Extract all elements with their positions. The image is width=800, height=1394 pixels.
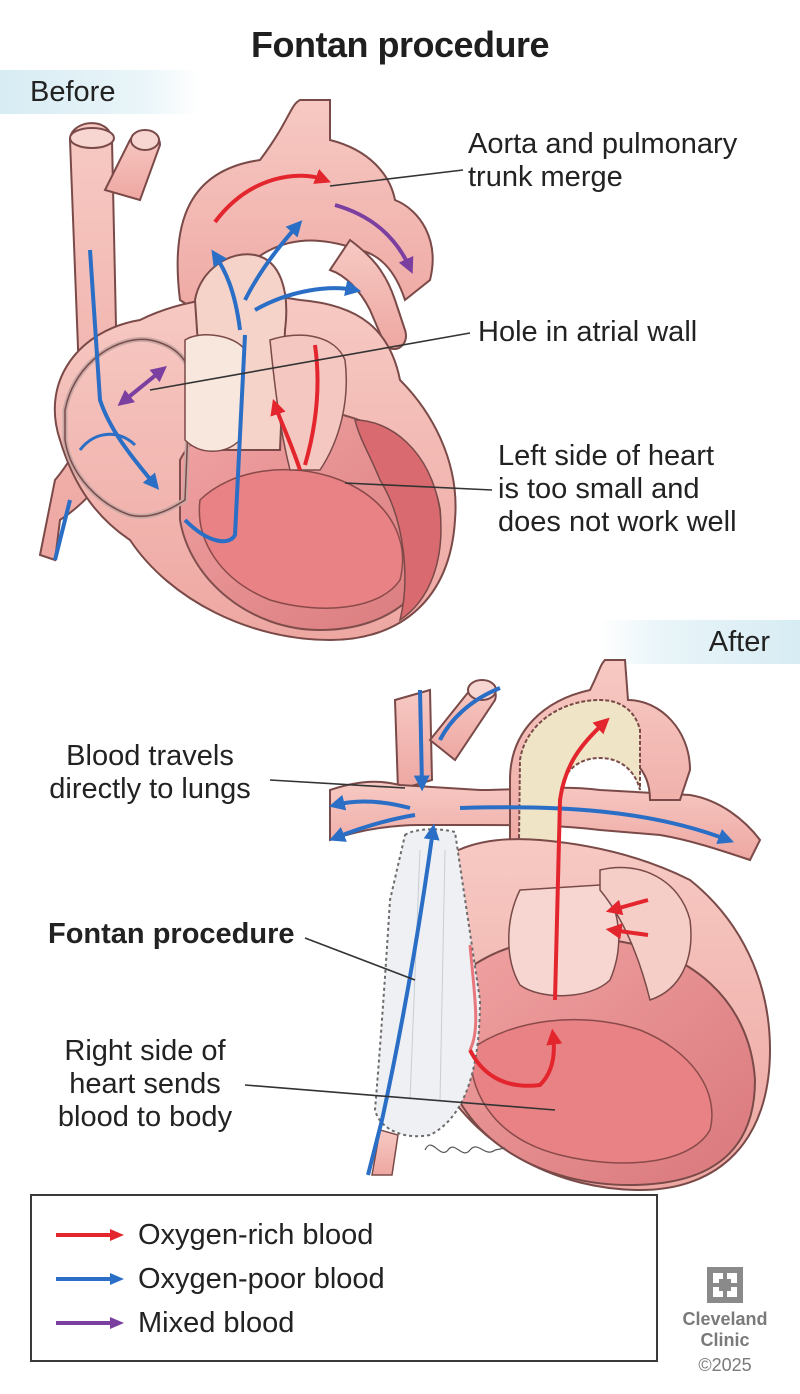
panel-tag-before: Before xyxy=(0,70,200,114)
before-pulmonary-trunk xyxy=(184,253,348,471)
brand-copyright: ©2025 xyxy=(698,1355,752,1375)
label-left-line3: does not work well xyxy=(498,506,737,538)
label-right-line2: heart sends xyxy=(69,1068,221,1100)
leader-left-side xyxy=(344,482,493,491)
legend-label-oxygen-poor: Oxygen-poor blood xyxy=(138,1262,385,1295)
leader-blood-travels xyxy=(269,779,406,789)
legend-item-oxygen-poor: Oxygen-poor blood xyxy=(54,1262,385,1296)
red-arrow-icon xyxy=(56,1229,124,1241)
label-blood-line1: Blood travels xyxy=(66,740,234,772)
label-aorta-merge: Aorta and pulmonary trunk merge xyxy=(468,128,737,194)
label-right-line3: blood to body xyxy=(57,1101,233,1133)
leader-hole xyxy=(149,332,471,391)
leader-fontan xyxy=(304,937,416,981)
before-branch-vessel xyxy=(103,129,162,202)
label-fontan-procedure: Fontan procedure xyxy=(48,918,295,950)
legend-label-oxygen-rich: Oxygen-rich blood xyxy=(138,1218,374,1251)
purple-arrow-icon xyxy=(56,1317,124,1329)
legend: Oxygen-rich blood Oxygen-poor blood Mixe… xyxy=(30,1194,658,1362)
blue-arrow-icon xyxy=(56,1273,124,1285)
label-aorta-line2: trunk merge xyxy=(468,161,623,193)
legend-label-mixed: Mixed blood xyxy=(138,1306,295,1339)
cross-square-icon xyxy=(707,1267,743,1303)
before-flow-arrows xyxy=(53,169,414,561)
brand-name-line2: Clinic xyxy=(700,1330,750,1350)
label-hole-atrial-wall: Hole in atrial wall xyxy=(478,316,698,348)
after-heart-illustration xyxy=(328,659,772,1192)
brand-cleveland-clinic: Cleveland Clinic ©2025 xyxy=(680,1265,770,1376)
label-left-line1: Left side of heart xyxy=(498,440,715,472)
brand-name-line1: Cleveland xyxy=(682,1309,768,1329)
panel-tag-after: After xyxy=(600,620,800,664)
label-blood-travels: Blood travels directly to lungs xyxy=(30,740,270,806)
artist-signature-icon xyxy=(424,1144,506,1154)
leader-aorta xyxy=(329,169,464,187)
label-right-side: Right side of heart sends blood to body xyxy=(50,1035,240,1134)
leader-lines xyxy=(149,169,556,1111)
legend-item-oxygen-rich: Oxygen-rich blood xyxy=(54,1218,373,1252)
label-blood-line2: directly to lungs xyxy=(49,773,251,805)
label-right-line1: Right side of xyxy=(64,1035,226,1067)
label-left-line2: is too small and xyxy=(498,473,700,505)
leader-right-side xyxy=(244,1084,556,1111)
label-left-side: Left side of heart is too small and does… xyxy=(498,440,737,539)
label-aorta-line1: Aorta and pulmonary xyxy=(468,128,738,160)
legend-item-mixed: Mixed blood xyxy=(54,1306,294,1340)
page-title: Fontan procedure xyxy=(250,24,550,65)
